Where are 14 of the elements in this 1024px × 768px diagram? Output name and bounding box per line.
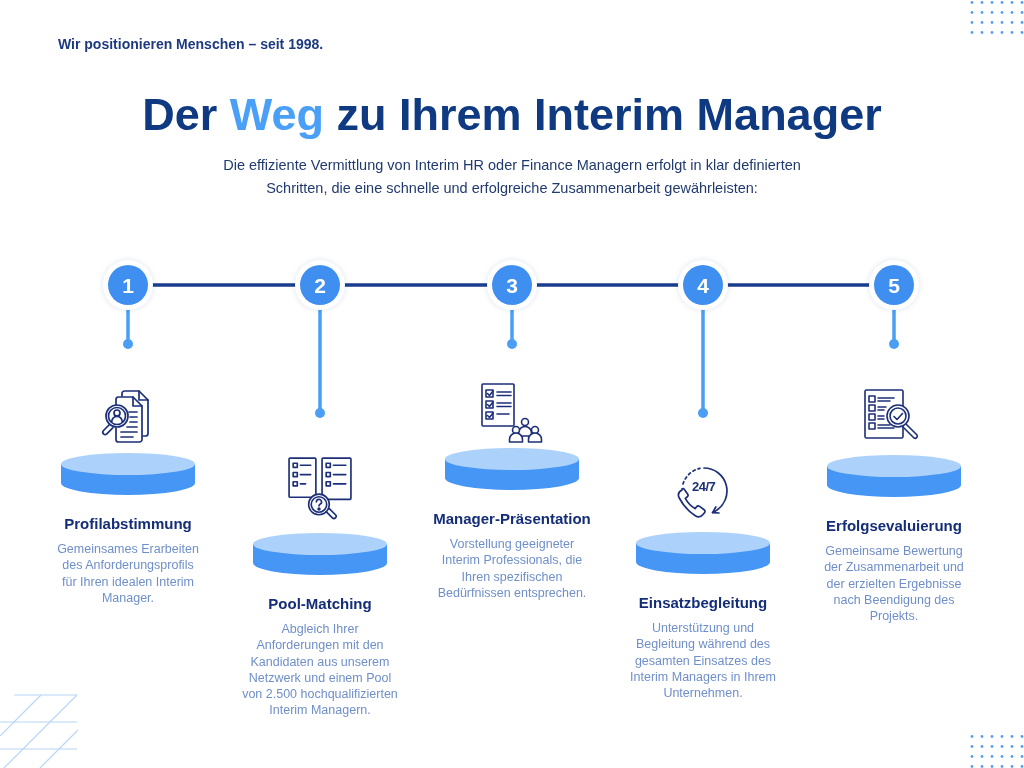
step-description: Unterstützung und Begleitung während des gesamten Einsatzes des Interim Managers in Ihrem Unternehmen. (629, 620, 777, 702)
step-description: Vorstellung geeigneter Interim Professionals, die Ihren spezifischen Bedürfnissen entsprechen. (436, 536, 588, 602)
step-description: Gemeinsames Erarbeiten des Anforderungsprofils für Ihren idealen Interim Manager. (56, 541, 200, 607)
tagline: Wir positionieren Menschen – seit 1998. (58, 35, 324, 53)
step-title: Einsatzbegleitung (638, 593, 768, 613)
step-description: Abgleich Ihrer Anforderungen mit den Kandidaten aus unserem Netzwerk und einem Pool von 2.500 hochqualifizierten Interim Managern. (241, 621, 399, 719)
step-title: Erfolgsevaluierung (826, 516, 962, 536)
step-description: Gemeinsame Bewertung der Zusammenarbeit und der erzielten Ergebnisse nach Beendigung des Projekts. (823, 543, 965, 625)
step-title: Profilabstimmung (64, 514, 192, 534)
step-title: Manager-Präsentation (433, 509, 591, 529)
page-title: Der Weg zu Ihrem Interim Manager (141, 88, 883, 142)
icon-text: 24/7 (692, 480, 716, 494)
step-title: Pool-Matching (268, 594, 372, 614)
intro-paragraph: Die effiziente Vermittlung von Interim HR oder Finance Managern erfolgt in klar definierten Schritten, die eine schnelle und erfolgreiche Zusammenarbeit gewährleisten: (222, 156, 802, 198)
